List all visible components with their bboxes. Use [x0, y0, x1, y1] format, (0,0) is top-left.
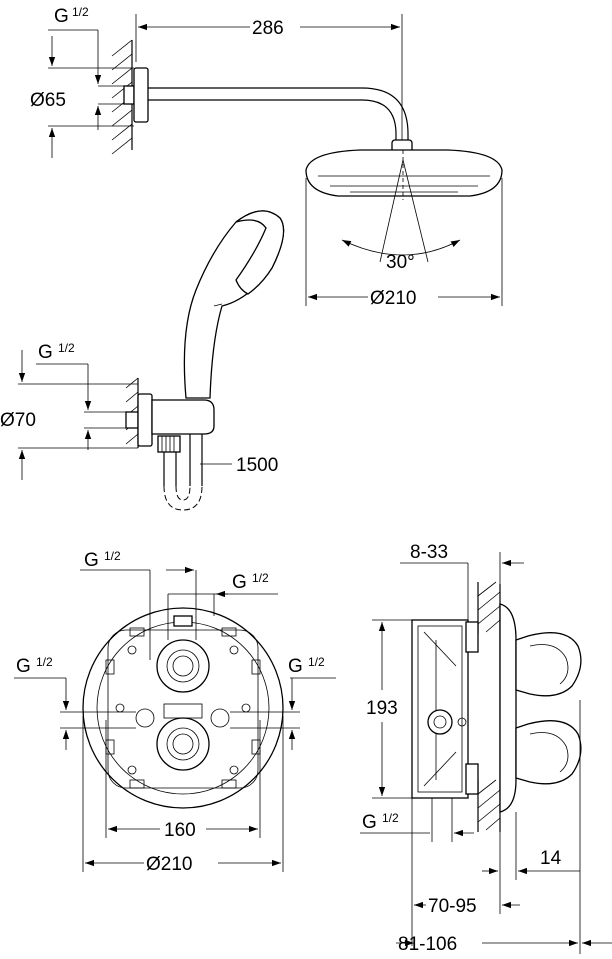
arm-thread-label: G	[54, 6, 69, 27]
left-outlet-boss	[135, 708, 155, 728]
thread-stub	[123, 85, 135, 105]
elbow-diameter-label: Ø70	[0, 410, 36, 431]
mixer-side-view: 8-33 193 G 1/2 14 70-95 81	[360, 542, 612, 955]
spray-angle-label: 30°	[386, 252, 415, 273]
hand-thread-label: G	[38, 342, 53, 363]
holder-bracket	[151, 399, 215, 435]
angle-arc	[341, 239, 461, 256]
mounting-tabs	[105, 627, 261, 789]
right-outlet-boss	[210, 708, 230, 728]
hand-shower-view: 1500 G 1/2 Ø70	[0, 210, 285, 511]
arm-flange-diameter-label: Ø65	[30, 90, 66, 111]
upper-handle	[515, 632, 582, 697]
wall-depth-label: 8-33	[410, 542, 448, 563]
shower-arm-view: 30° 286 G 1/2 Ø65 Ø210	[30, 5, 503, 309]
shower-arm	[148, 87, 409, 142]
lower-handle	[515, 720, 582, 785]
arm-length-label: 286	[252, 18, 284, 39]
outer-diameter-label: Ø210	[146, 854, 192, 875]
wall-flange	[133, 67, 149, 123]
mixer-housing	[82, 607, 284, 809]
total-depth-label: 81-106	[398, 934, 457, 955]
front-thread-label-right: G	[288, 656, 303, 677]
side-thread-fraction: 1/2	[382, 811, 399, 825]
height-label: 193	[366, 698, 398, 719]
hose-nut	[157, 435, 181, 453]
hand-thread-fraction: 1/2	[58, 341, 75, 355]
side-thread-label: G	[362, 812, 377, 833]
front-thread-fraction-left: 1/2	[36, 655, 53, 669]
front-thread-label-top-right: G	[232, 572, 247, 593]
inner-width-label: 160	[164, 820, 196, 841]
hose-length-label: 1500	[236, 455, 278, 476]
front-thread-fraction-top-left: 1/2	[104, 549, 121, 563]
front-thread-fraction-right: 1/2	[308, 655, 325, 669]
front-thread-fraction-top-right: 1/2	[252, 571, 269, 585]
arm-thread-fraction: 1/2	[72, 5, 89, 19]
head-diameter-label: Ø210	[370, 288, 416, 309]
lower-valve	[156, 717, 210, 771]
wall-hatch-side	[477, 581, 501, 832]
cover-depth-label: 14	[540, 848, 562, 869]
front-thread-label-top-left: G	[84, 550, 99, 571]
wall-elbow	[137, 393, 153, 447]
cover-plate	[499, 603, 517, 813]
mixer-front-view: G 1/2 G 1/2 G 1/2 G 1/2 160	[14, 549, 336, 875]
side-outlet	[427, 709, 453, 735]
hand-shower-spray-face	[235, 210, 285, 295]
mixer-body	[411, 619, 469, 799]
body-depth-label: 70-95	[428, 896, 477, 917]
front-thread-label-left: G	[16, 656, 31, 677]
elbow-thread-stub	[125, 411, 139, 429]
upper-valve	[156, 639, 210, 693]
head-shower	[305, 149, 503, 197]
